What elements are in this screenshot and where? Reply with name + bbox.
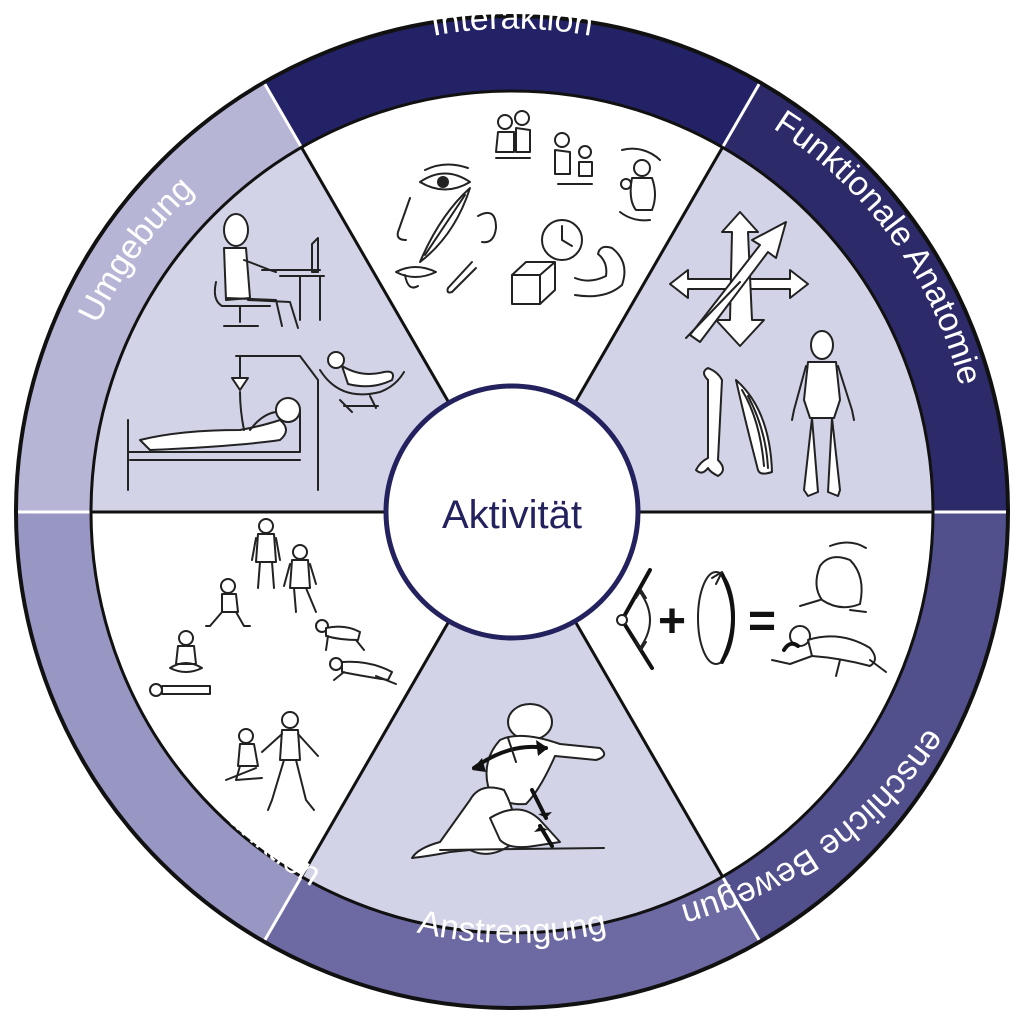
outer-boundary: [14, 14, 1010, 1010]
center-label: Aktivität: [442, 493, 582, 537]
senses-and-objects-icon: [395, 110, 661, 305]
development-poses-icon: [149, 518, 397, 811]
plus-symbol: +: [658, 595, 686, 648]
equals-symbol: =: [748, 595, 776, 648]
label-interaktion: Interaktion: [428, 0, 596, 44]
kneeling-exertion-icon: [411, 703, 606, 859]
sector-menschliche-funktion: [91, 512, 512, 877]
center-circle: [383, 383, 641, 641]
anatomy-axes-icon: [669, 211, 855, 497]
environment-furniture-icon: [127, 213, 405, 491]
inner-boundary: [89, 89, 935, 935]
sector-umgebung: [91, 147, 512, 512]
sector-funktionale-anatomie: [512, 147, 933, 512]
movement-equation-icon: + =: [616, 541, 887, 677]
